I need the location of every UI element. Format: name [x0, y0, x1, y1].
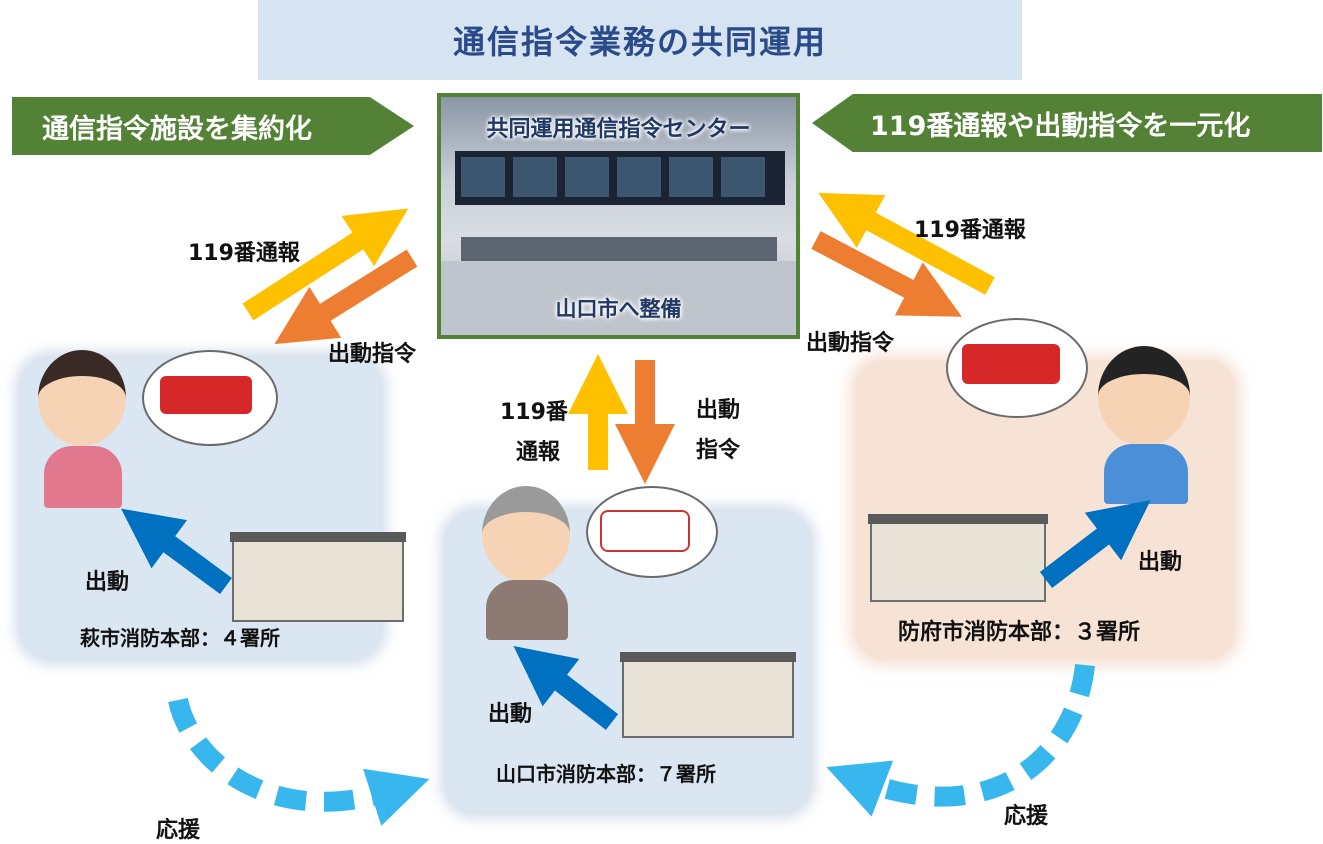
hofu-action-label: 出動 [1138, 550, 1183, 575]
hagi-action-arrow [121, 508, 232, 595]
center-dispatch-label-2: 指令 [696, 438, 741, 463]
fire-truck-icon [160, 376, 252, 414]
dispatch-center-photo: 共同運用通信指令センター 山口市へ整備 [437, 93, 800, 339]
banner-unify-dispatch: 119番通報や出動指令を一元化 [812, 94, 1322, 152]
caller-woman-icon [38, 350, 126, 446]
fire-station-icon [620, 652, 796, 738]
fire-station-icon [868, 514, 1048, 602]
ambulance-icon [600, 510, 690, 552]
center-subtitle: 山口市へ整備 [555, 297, 682, 321]
photo-console-desk [461, 237, 777, 261]
banner-consolidate-facilities: 通信指令施設を集約化 [12, 97, 414, 155]
yamaguchi-station-name: 山口市消防本部：７署所 [496, 762, 716, 786]
center-call-label-2: 通報 [516, 440, 561, 465]
right-call-label: 119番通報 [914, 218, 1026, 243]
diagram-title: 通信指令業務の共同運用 [258, 0, 1022, 80]
yamaguchi-action-arrow [513, 646, 619, 730]
left-dispatch-label: 出動指令 [328, 342, 417, 367]
right-support-label: 応援 [1004, 804, 1049, 829]
fire-truck-icon [962, 344, 1060, 384]
hofu-station-name: 防府市消防本部：３署所 [898, 620, 1141, 645]
banner-left-text: 通信指令施設を集約化 [42, 113, 312, 145]
left-call-label: 119番通報 [188, 241, 300, 266]
right-support-arrow [826, 663, 1095, 817]
left-call-arrow [242, 208, 409, 321]
hagi-action-label: 出動 [85, 570, 130, 595]
caller-woman-body-icon [44, 446, 122, 508]
photo-floor [441, 261, 796, 335]
right-dispatch-arrow [811, 231, 962, 317]
left-support-arrow [168, 697, 430, 826]
right-call-arrow [818, 192, 995, 295]
caller-elderly-body-icon [486, 580, 568, 640]
yamaguchi-action-label: 出動 [488, 702, 533, 727]
fire-station-icon [230, 532, 406, 622]
hagi-station-name: 萩市消防本部：４署所 [80, 626, 280, 650]
caller-man-body-icon [1104, 444, 1188, 504]
photo-wall-screens [455, 151, 785, 205]
banner-right-text: 119番通報や出動指令を一元化 [870, 110, 1251, 142]
left-support-label: 応援 [156, 818, 201, 843]
hofu-action-arrow [1039, 500, 1151, 588]
left-dispatch-arrow [274, 249, 418, 345]
right-dispatch-label: 出動指令 [806, 331, 895, 356]
center-call-label-1: 119番 [500, 400, 568, 425]
center-title: 共同運用通信指令センター [486, 117, 751, 142]
caller-man-icon [1098, 346, 1190, 446]
center-dispatch-label-1: 出動 [696, 398, 741, 423]
